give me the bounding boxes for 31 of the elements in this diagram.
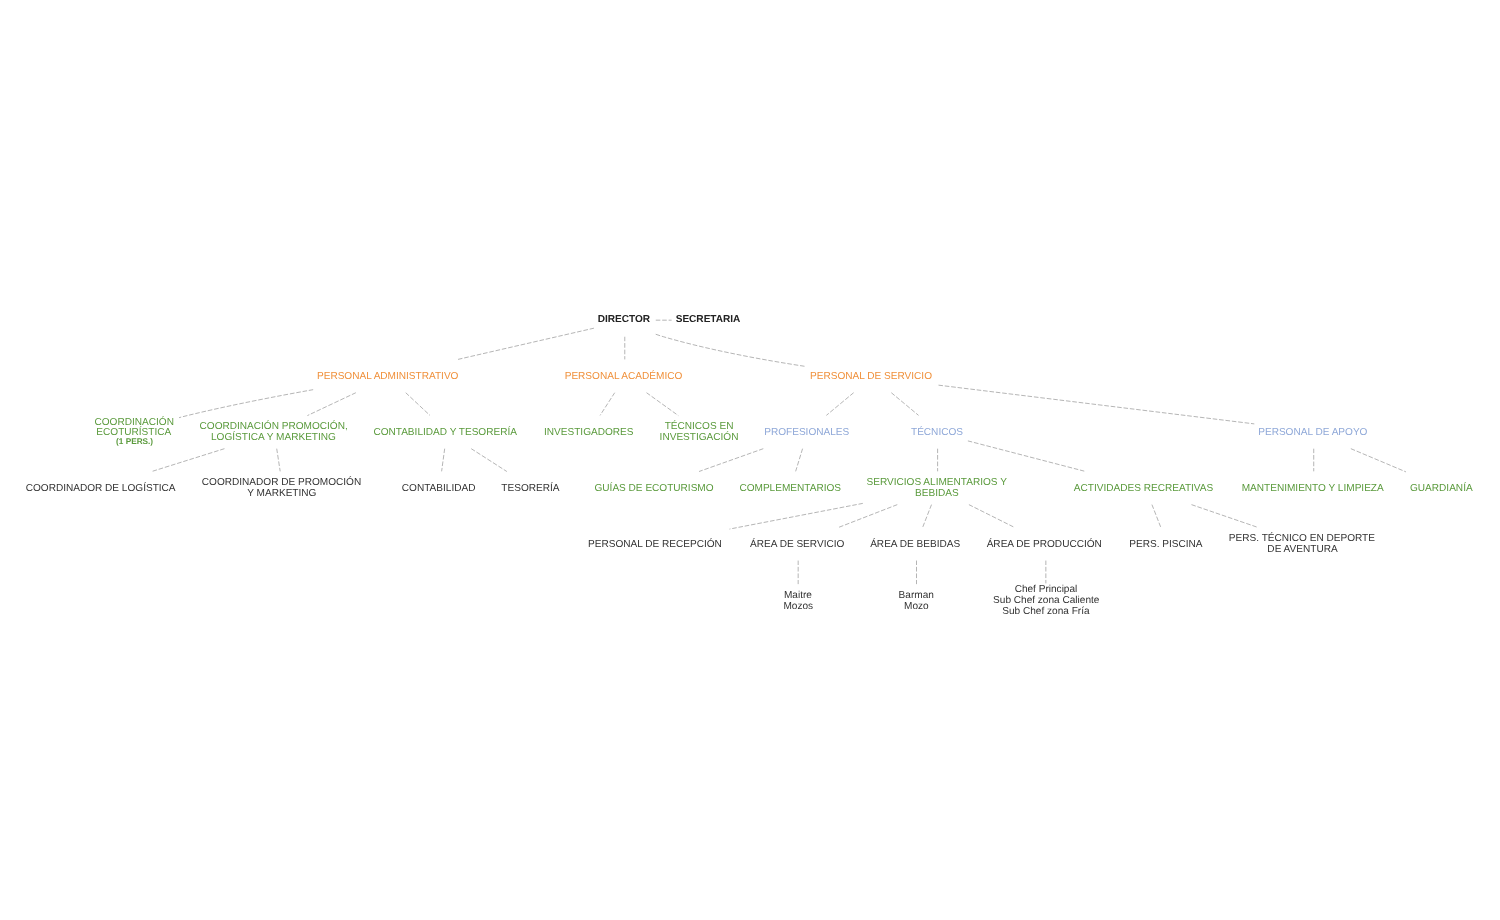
connector xyxy=(968,503,1015,527)
connector xyxy=(655,318,672,320)
connector xyxy=(795,447,803,471)
connector xyxy=(838,503,898,527)
connector xyxy=(922,503,932,527)
connector xyxy=(826,391,854,415)
connector xyxy=(456,326,595,359)
connector xyxy=(890,391,919,415)
connector xyxy=(797,559,799,584)
connector xyxy=(276,447,281,471)
connector xyxy=(307,391,357,415)
connector xyxy=(405,391,431,415)
connector xyxy=(916,559,917,584)
connector xyxy=(441,447,446,471)
connector xyxy=(698,447,764,471)
connector xyxy=(1350,447,1407,472)
connector xyxy=(178,388,314,418)
connector xyxy=(624,335,626,359)
connector xyxy=(1313,447,1315,471)
connector xyxy=(729,502,864,529)
connector xyxy=(938,383,1255,424)
connector xyxy=(967,439,1086,471)
connector xyxy=(470,447,508,471)
connector xyxy=(151,447,225,471)
connector xyxy=(1191,503,1259,527)
connector xyxy=(1045,559,1047,583)
connector xyxy=(1151,503,1162,527)
connector xyxy=(646,391,679,415)
connector xyxy=(937,447,938,471)
connector xyxy=(599,391,616,415)
connector xyxy=(655,332,807,366)
